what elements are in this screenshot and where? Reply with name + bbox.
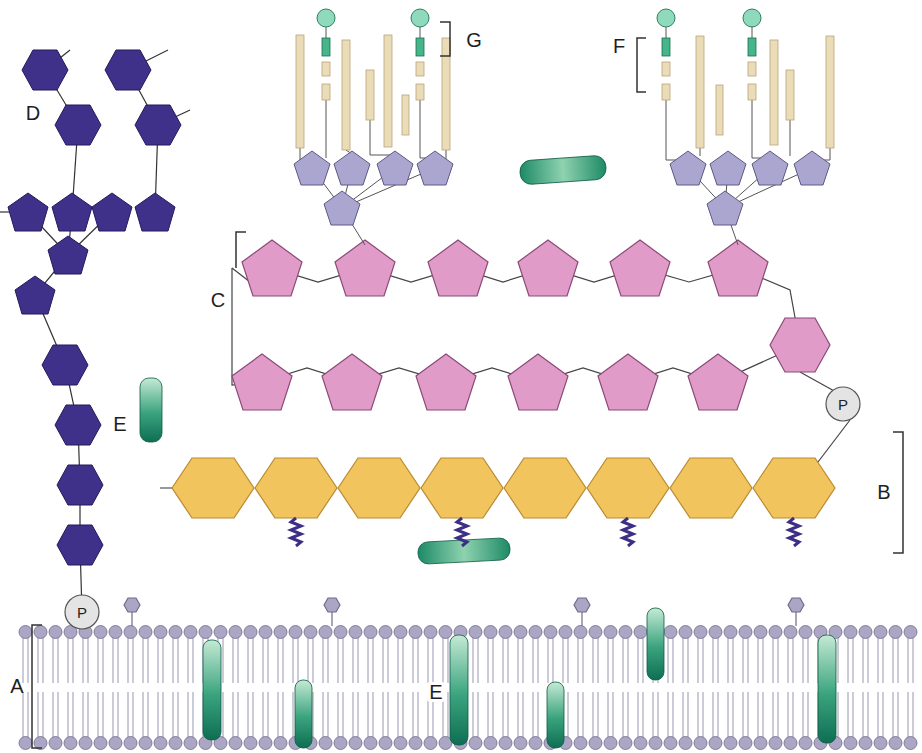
phosphate-circle: P — [825, 386, 861, 422]
callout-letter: C — [209, 290, 227, 310]
node-text: P — [64, 605, 100, 620]
surface-sugars — [124, 598, 804, 626]
peptidoglycan-chain — [160, 458, 835, 546]
callout-letter: A — [8, 676, 25, 696]
callout-letter: B — [875, 482, 892, 502]
callout-letter: F — [611, 36, 627, 56]
membrane-proteins — [203, 608, 836, 748]
lipoteichoic-chain — [0, 50, 190, 612]
callout-letter: G — [464, 30, 484, 50]
teichoic-acid-chain — [232, 240, 850, 462]
callout-letter: D — [24, 103, 42, 123]
free-proteins — [140, 155, 607, 564]
phosphate-circle: P — [64, 594, 100, 630]
brackets — [32, 22, 903, 748]
callout-letter: E — [111, 414, 128, 434]
lipid-bilayer — [18, 625, 918, 750]
callout-letter: E — [427, 682, 444, 702]
glycan-clusters — [294, 9, 834, 245]
node-text: P — [825, 397, 861, 412]
